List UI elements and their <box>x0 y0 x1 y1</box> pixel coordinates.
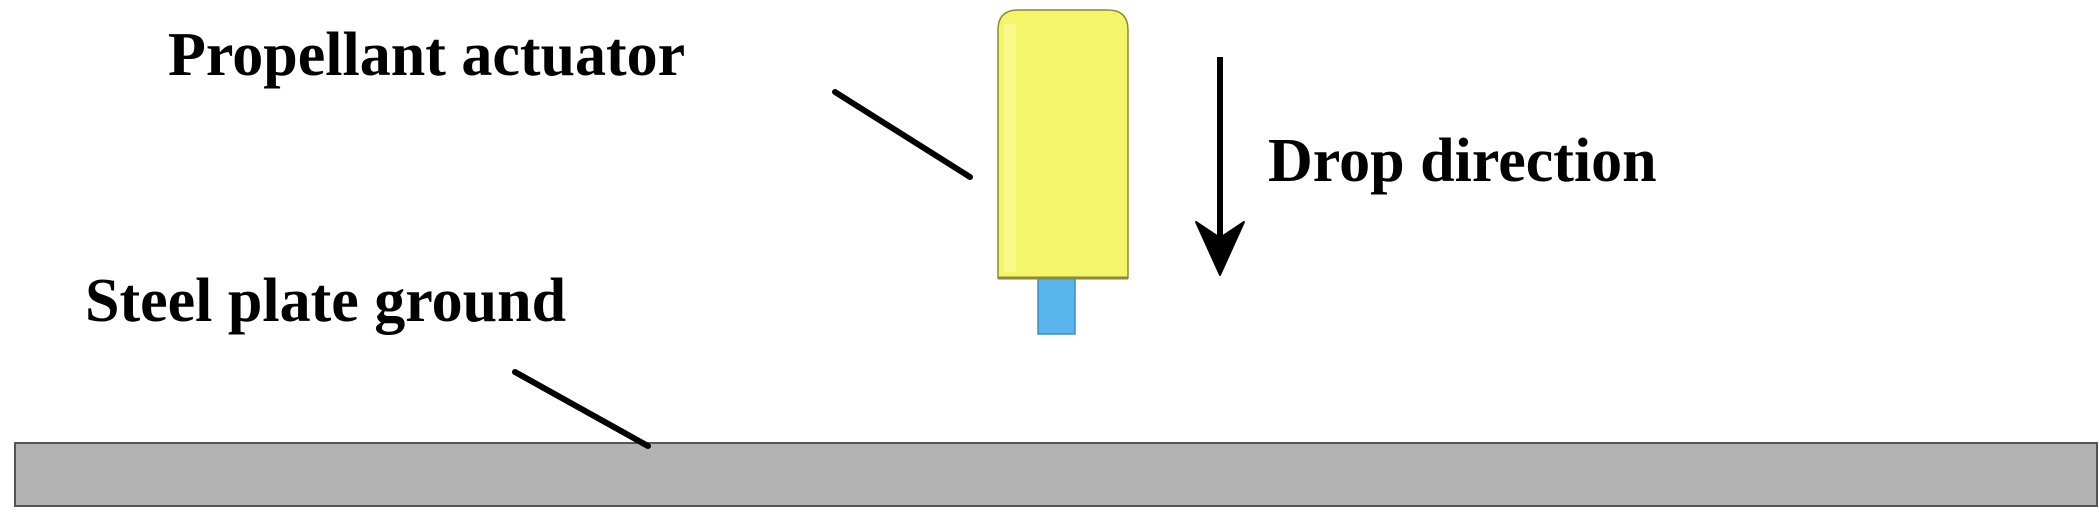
actuator-leader-line <box>832 89 973 180</box>
propellant-actuator-label: Propellant actuator <box>168 21 686 89</box>
ground-leader-line <box>512 369 651 449</box>
actuator-tip <box>1037 277 1076 335</box>
propellant-actuator-body <box>997 9 1129 279</box>
steel-plate-ground <box>14 442 2098 507</box>
steel-plate-ground-label: Steel plate ground <box>85 267 567 335</box>
actuator-highlight <box>1004 24 1016 272</box>
drop-arrow-head <box>1195 221 1245 276</box>
drop-direction-label: Drop direction <box>1268 127 1657 195</box>
